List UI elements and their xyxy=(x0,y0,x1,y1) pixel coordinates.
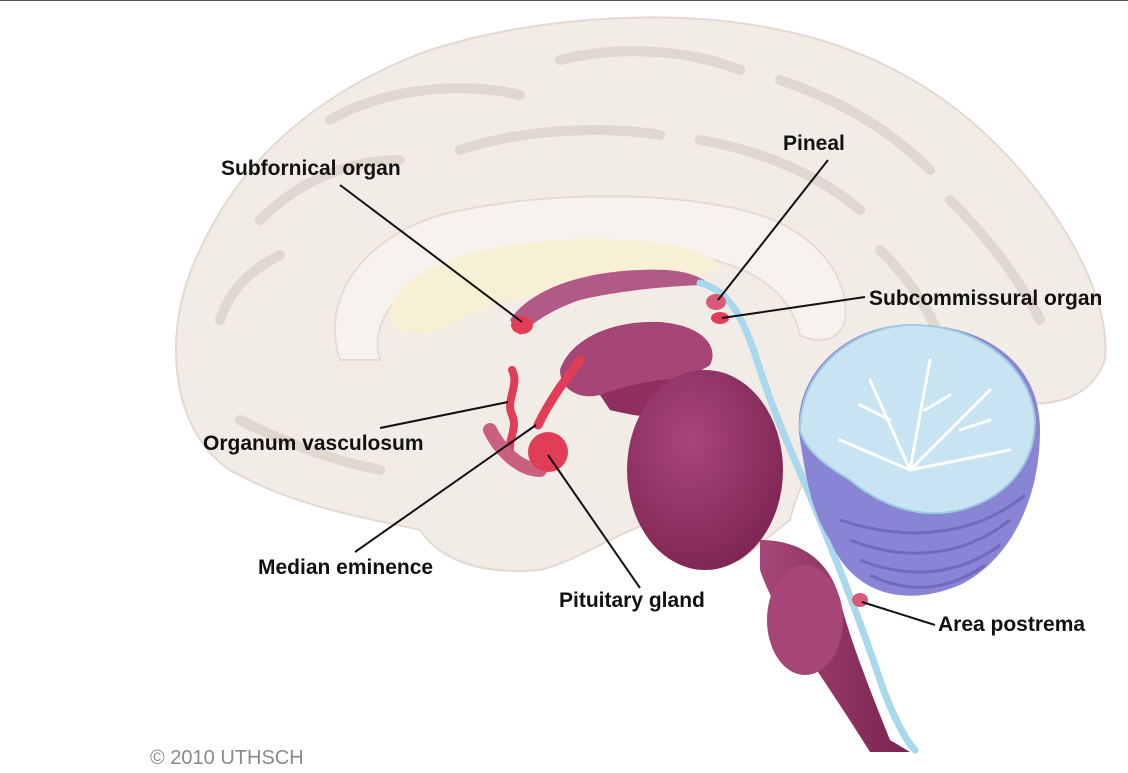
pineal-mark xyxy=(706,294,726,310)
label-area-postrema: Area postrema xyxy=(938,613,1086,636)
corpus-callosum xyxy=(389,239,720,334)
label-pituitary-gland: Pituitary gland xyxy=(559,589,705,612)
cerebral-cortex xyxy=(175,16,1107,572)
cerebellum-arbor-vitae xyxy=(798,323,1037,515)
leader-organum xyxy=(379,401,509,429)
label-organum-vasculosum: Organum vasculosum xyxy=(203,432,424,455)
leader-lines xyxy=(339,159,936,626)
optic-chiasm xyxy=(483,423,547,477)
subcommissural-organ-mark xyxy=(711,312,729,324)
label-subcommissural-organ: Subcommissural organ xyxy=(869,287,1103,310)
subfornical-organ-mark xyxy=(511,316,533,334)
copyright-notice: © 2010 UTHSCH xyxy=(150,747,304,769)
area-postrema-mark xyxy=(852,593,868,607)
median-eminence-mark xyxy=(533,355,585,430)
leader-pituitary xyxy=(547,454,641,589)
pituitary-gland-mark xyxy=(528,432,568,472)
label-median-eminence: Median eminence xyxy=(258,556,434,579)
fornix xyxy=(510,269,710,335)
cortex-folds xyxy=(215,46,1045,475)
leader-pineal xyxy=(717,159,829,301)
thalamus xyxy=(560,321,713,397)
leader-area-postrema xyxy=(861,601,936,626)
leader-median-eminence xyxy=(354,424,537,553)
pons xyxy=(627,370,783,570)
organum-vasculosum-mark xyxy=(505,366,519,454)
leader-subcommissural xyxy=(721,296,866,319)
label-pineal: Pineal xyxy=(783,132,845,155)
circumventricular-organs xyxy=(483,294,868,607)
medulla-bulge xyxy=(767,565,843,675)
arbor-vitae-branches xyxy=(838,358,1012,472)
label-subfornical-organ: Subfornical organ xyxy=(221,157,401,180)
cerebellum-folia xyxy=(839,493,1026,589)
leader-subfornical xyxy=(339,184,523,323)
